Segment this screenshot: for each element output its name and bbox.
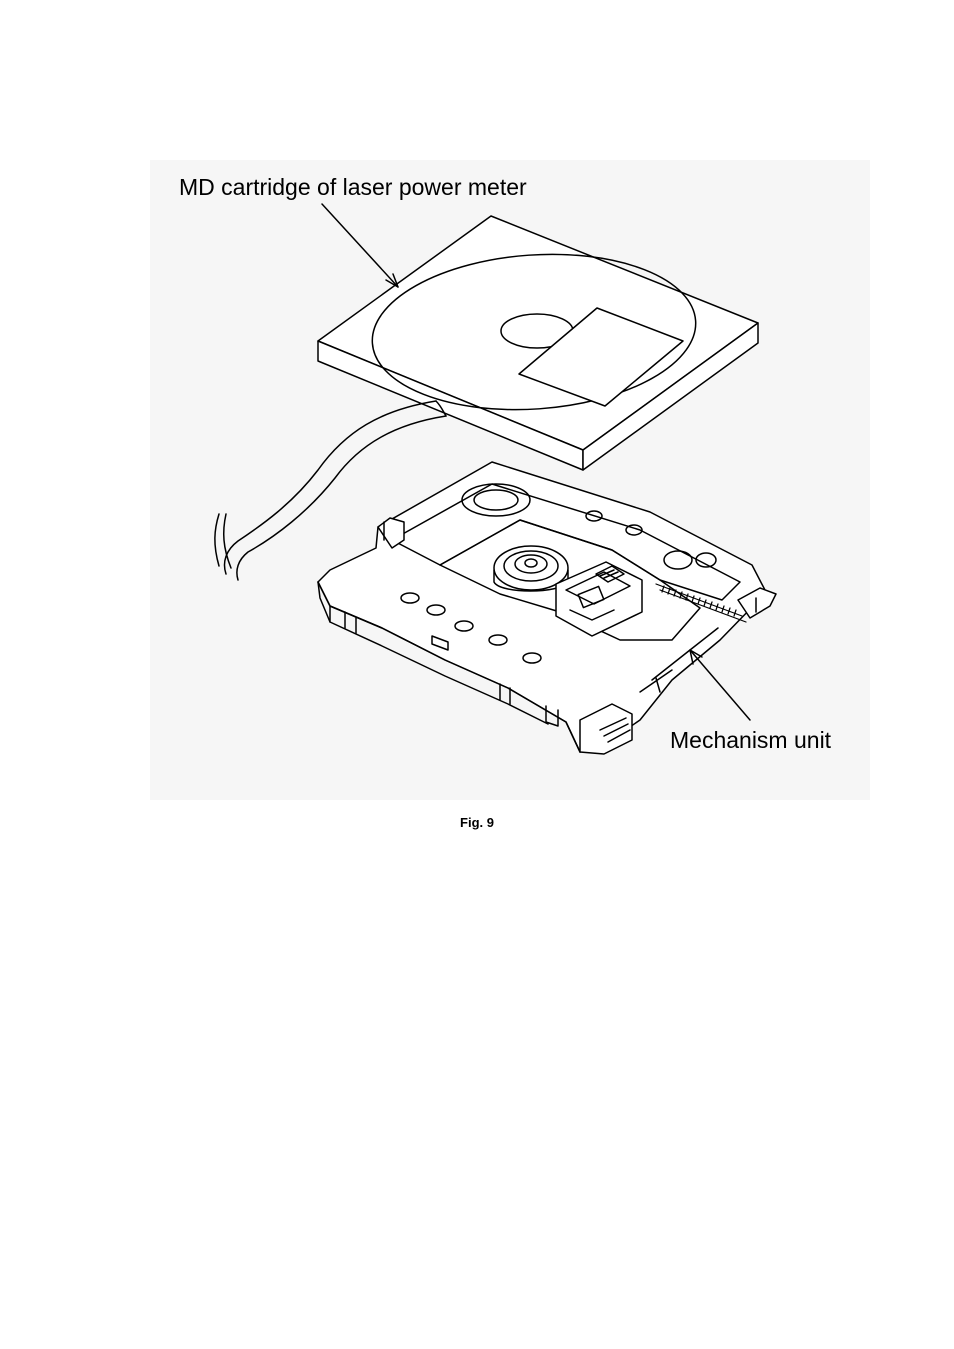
mechanism-unit (318, 462, 776, 754)
figure-caption: Fig. 9 (0, 815, 954, 830)
mechanism-callout-label: Mechanism unit (670, 729, 831, 752)
cartridge-callout-label: MD cartridge of laser power meter (179, 176, 527, 199)
